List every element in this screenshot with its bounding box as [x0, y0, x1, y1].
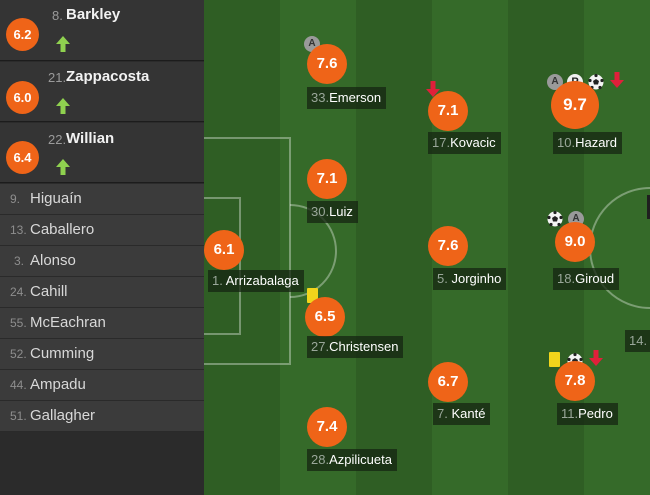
player-label: 10.Hazard: [553, 132, 622, 154]
player-number: 9.: [10, 192, 21, 206]
player-name: Gallagher: [30, 407, 96, 424]
player-number: 13.: [10, 223, 27, 237]
sub-off-arrow-icon: [610, 72, 624, 88]
player-name: Hazard: [575, 135, 617, 150]
substitute-row[interactable]: 8. Barkley 6.2: [0, 0, 204, 61]
player-number: 52.: [10, 347, 27, 361]
player-number: 11.: [561, 406, 579, 421]
yellow-card-icon: [549, 352, 560, 367]
substitute-row[interactable]: 22. Willian 6.4: [0, 123, 204, 183]
player-rating: 7.4: [307, 407, 347, 447]
player-rating: 6.7: [428, 362, 468, 402]
player-name: Azpilicueta: [329, 452, 392, 467]
player-rating: 6.4: [6, 141, 39, 174]
player-number: 55.: [10, 316, 27, 330]
player-rating: 7.1: [307, 159, 347, 199]
bench-row[interactable]: 55. McEachran: [0, 308, 204, 339]
player-name: Kovacic: [450, 135, 496, 150]
player-name: Christensen: [329, 339, 399, 354]
player-number: 7.: [437, 406, 448, 421]
player-rating: 7.6: [428, 226, 468, 266]
player-name: Arrizabalaga: [225, 273, 299, 288]
player-number: 10.: [557, 135, 576, 150]
player-label: 1. Arrizabalaga: [208, 270, 304, 292]
player-name: Higuaín: [30, 190, 82, 207]
bench-row[interactable]: 44. Ampadu: [0, 370, 204, 401]
player-number: 3.: [14, 254, 25, 268]
player-number: 27.: [311, 339, 330, 354]
bench-row[interactable]: 52. Cumming: [0, 339, 204, 370]
player-label: 14.: [625, 330, 650, 352]
player-number: 21.: [48, 70, 67, 85]
player-name: Ampadu: [30, 376, 86, 393]
sub-on-arrow-icon: [56, 36, 70, 52]
player-name: Emerson: [329, 90, 382, 105]
sub-on-arrow-icon: [56, 98, 70, 114]
goal-ball-icon: [588, 74, 604, 90]
player-name: Jorginho: [451, 271, 502, 286]
player-rating: 6.5: [305, 297, 345, 337]
player-name: Pedro: [578, 406, 613, 421]
bench-row[interactable]: 24. Cahill: [0, 277, 204, 308]
bench-row[interactable]: 3. Alonso: [0, 246, 204, 277]
player-number: 22.: [48, 132, 67, 147]
substitutes-panel: 8. Barkley 6.2 21. Zappacosta 6.0 22. Wi…: [0, 0, 204, 495]
sub-on-arrow-icon: [56, 159, 70, 175]
player-number: 17.: [432, 135, 451, 150]
player-name: Cumming: [30, 345, 95, 362]
player-label: 30.Luiz: [307, 201, 358, 223]
player-number: 24.: [10, 285, 27, 299]
player-name: Barkley: [66, 6, 121, 23]
player-label: 33.Emerson: [307, 87, 387, 109]
player-rating: 9.0: [555, 222, 595, 262]
player-rating: 6.2: [6, 18, 39, 51]
yellow-card-icon: [307, 288, 318, 303]
player-label: 7. Kanté: [433, 403, 491, 425]
player-label: 27.Christensen: [307, 336, 404, 358]
player-number: 8.: [52, 8, 63, 23]
player-rating: 7.8: [555, 361, 595, 401]
player-name: Giroud: [575, 271, 615, 286]
bench-row[interactable]: 9. Higuaín: [0, 184, 204, 215]
player-label: 11.Pedro: [557, 403, 618, 425]
substitute-row[interactable]: 21. Zappacosta 6.0: [0, 62, 204, 122]
player-name: Zappacosta: [66, 68, 150, 85]
player-name: McEachran: [30, 314, 106, 331]
goal-ball-icon: [547, 211, 563, 227]
player-name: Kanté: [451, 406, 486, 421]
player-number: 44.: [10, 378, 27, 392]
player-number: 5.: [437, 271, 448, 286]
player-number: 28.: [311, 452, 330, 467]
player-number: 18.: [557, 271, 576, 286]
player-label: 17.Kovacic: [428, 132, 501, 154]
player-name: Alonso: [30, 252, 76, 269]
player-number: 14.: [629, 333, 648, 348]
player-name: Luiz: [329, 204, 353, 219]
sub-off-arrow-icon: [589, 350, 603, 366]
player-rating: 6.1: [204, 230, 244, 270]
player-rating: 6.0: [6, 81, 39, 114]
bench-row[interactable]: 13. Caballero: [0, 215, 204, 246]
player-rating: 7.6: [307, 44, 347, 84]
player-name: Willian: [66, 130, 115, 147]
player-label: 5. Jorginho: [433, 268, 507, 290]
player-number: 33.: [311, 90, 330, 105]
player-number: 1.: [212, 273, 223, 288]
pitch: 6.1 1. Arrizabalaga A 7.6 33.Emerson 7.1…: [204, 0, 650, 495]
player-name: Cahill: [30, 283, 68, 300]
player-rating: 7.1: [428, 91, 468, 131]
player-number: 51.: [10, 409, 27, 423]
player-label: 28.Azpilicueta: [307, 449, 397, 471]
player-name: Caballero: [30, 221, 95, 238]
player-rating: 9.7: [551, 81, 599, 129]
bench-row[interactable]: 51. Gallagher: [0, 401, 204, 432]
player-number: 30.: [311, 204, 330, 219]
player-label: 18.Giroud: [553, 268, 620, 290]
